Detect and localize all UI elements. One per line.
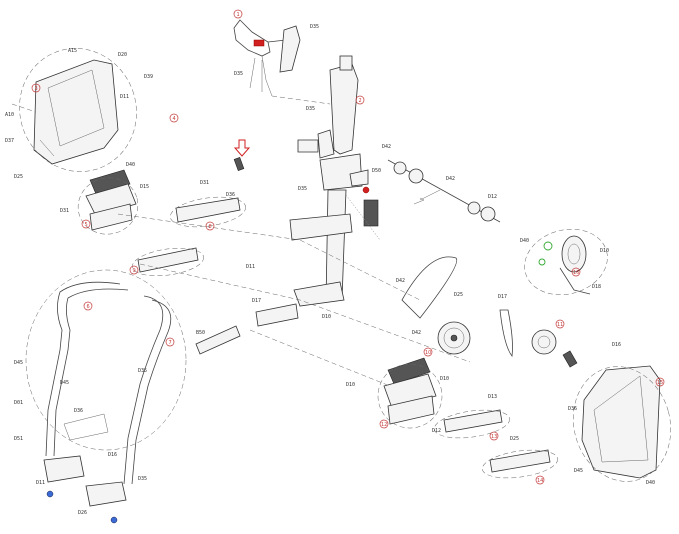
part-label: D50 xyxy=(372,168,381,174)
part-label: D40 xyxy=(520,238,529,244)
part-label: A10 xyxy=(5,112,14,118)
callout-number: 4 xyxy=(173,116,176,122)
callout-number: 14 xyxy=(537,478,543,484)
part-label: D36 xyxy=(226,192,235,198)
part-label: D13 xyxy=(488,394,497,400)
part-label: D40 xyxy=(646,480,655,486)
rear-axle xyxy=(387,159,501,223)
part-label: D01 xyxy=(14,400,23,406)
callout-number: 10 xyxy=(425,350,431,356)
right-pedal xyxy=(377,357,443,429)
part-label: D10 xyxy=(346,382,355,388)
part-label: D15 xyxy=(140,184,149,190)
part-label: D25 xyxy=(14,174,23,180)
part-label: D51 xyxy=(14,436,23,442)
left-pedal xyxy=(77,169,139,235)
part-label: D42 xyxy=(396,278,405,284)
part-label: D45 xyxy=(60,380,69,386)
part-label: D17 xyxy=(498,294,507,300)
part-label: D39 xyxy=(144,74,153,80)
part-label: D10 xyxy=(600,248,609,254)
callout-number: 1 xyxy=(237,12,240,18)
part-label: D31 xyxy=(200,180,209,186)
part-label: D10 xyxy=(440,376,449,382)
green-part-icon xyxy=(543,241,553,251)
part-label: B50 xyxy=(196,330,205,336)
handle-arms xyxy=(25,269,187,485)
part-label: D35 xyxy=(138,368,147,374)
callout-number: 7 xyxy=(169,340,172,346)
cross-bars xyxy=(11,103,471,387)
part-label: D42 xyxy=(382,144,391,150)
part-label: D25 xyxy=(510,436,519,442)
callout-number: 13 xyxy=(491,434,497,440)
part-label: D35 xyxy=(306,106,315,112)
red-knob-icon xyxy=(362,186,370,194)
callout-number: 16 xyxy=(573,270,579,276)
part-label: D45 xyxy=(14,360,23,366)
part-labels: A10 D37 D25 A15 D20 D39 D11 D40 D31 D15 … xyxy=(5,24,655,516)
callout-circle xyxy=(233,9,243,19)
part-label: D20 xyxy=(118,52,127,58)
part-label: D16 xyxy=(612,342,621,348)
callouts: 1 2 3 4 5 6 7 8 9 10 11 12 13 14 15 16 xyxy=(31,9,665,485)
part-label: D35 xyxy=(310,24,319,30)
part-label: D10 xyxy=(322,314,331,320)
right-side-cover xyxy=(573,365,671,482)
part-label: D12 xyxy=(432,428,441,434)
part-label: D45 xyxy=(574,468,583,474)
callout-number: 5 xyxy=(85,222,88,228)
callout-number: 15 xyxy=(657,380,663,386)
callout-number: 2 xyxy=(359,98,362,104)
part-label: D12 xyxy=(488,194,497,200)
callout-number: 8 xyxy=(209,224,212,230)
part-label: D31 xyxy=(60,208,69,214)
part-label: D35 xyxy=(298,186,307,192)
part-label: D25 xyxy=(454,292,463,298)
part-label: D36 xyxy=(568,406,577,412)
part-label: D40 xyxy=(126,162,135,168)
part-label: D11 xyxy=(36,480,45,486)
blue-cap-icon xyxy=(46,490,54,498)
red-arrow-marker xyxy=(233,139,251,172)
callout-number: 3 xyxy=(35,86,38,92)
part-label: D42 xyxy=(446,176,455,182)
part-label: D17 xyxy=(252,298,261,304)
part-label: D16 xyxy=(108,452,117,458)
center-mast xyxy=(289,55,381,307)
part-label: D11 xyxy=(120,94,129,100)
base-feet xyxy=(43,413,127,524)
callout-number: 6 xyxy=(87,304,90,310)
handlebar-assembly xyxy=(233,19,331,105)
part-label: D35 xyxy=(138,476,147,482)
callout-number: 12 xyxy=(381,422,387,428)
part-label: D26 xyxy=(78,510,87,516)
red-bolt-icon xyxy=(253,39,265,47)
part-label: D36 xyxy=(74,408,83,414)
flywheel-assembly xyxy=(524,228,608,296)
part-label: D18 xyxy=(592,284,601,290)
part-label: A15 xyxy=(68,48,77,54)
part-label: D11 xyxy=(246,264,255,270)
part-label: D35 xyxy=(234,71,243,77)
pedal-arms xyxy=(132,196,558,479)
belt-and-pulley xyxy=(401,256,578,368)
callout-number: 11 xyxy=(557,322,563,328)
left-side-cover xyxy=(19,48,137,172)
part-label: D42 xyxy=(412,330,421,336)
part-label: D37 xyxy=(5,138,14,144)
callout-number: 9 xyxy=(133,268,136,274)
